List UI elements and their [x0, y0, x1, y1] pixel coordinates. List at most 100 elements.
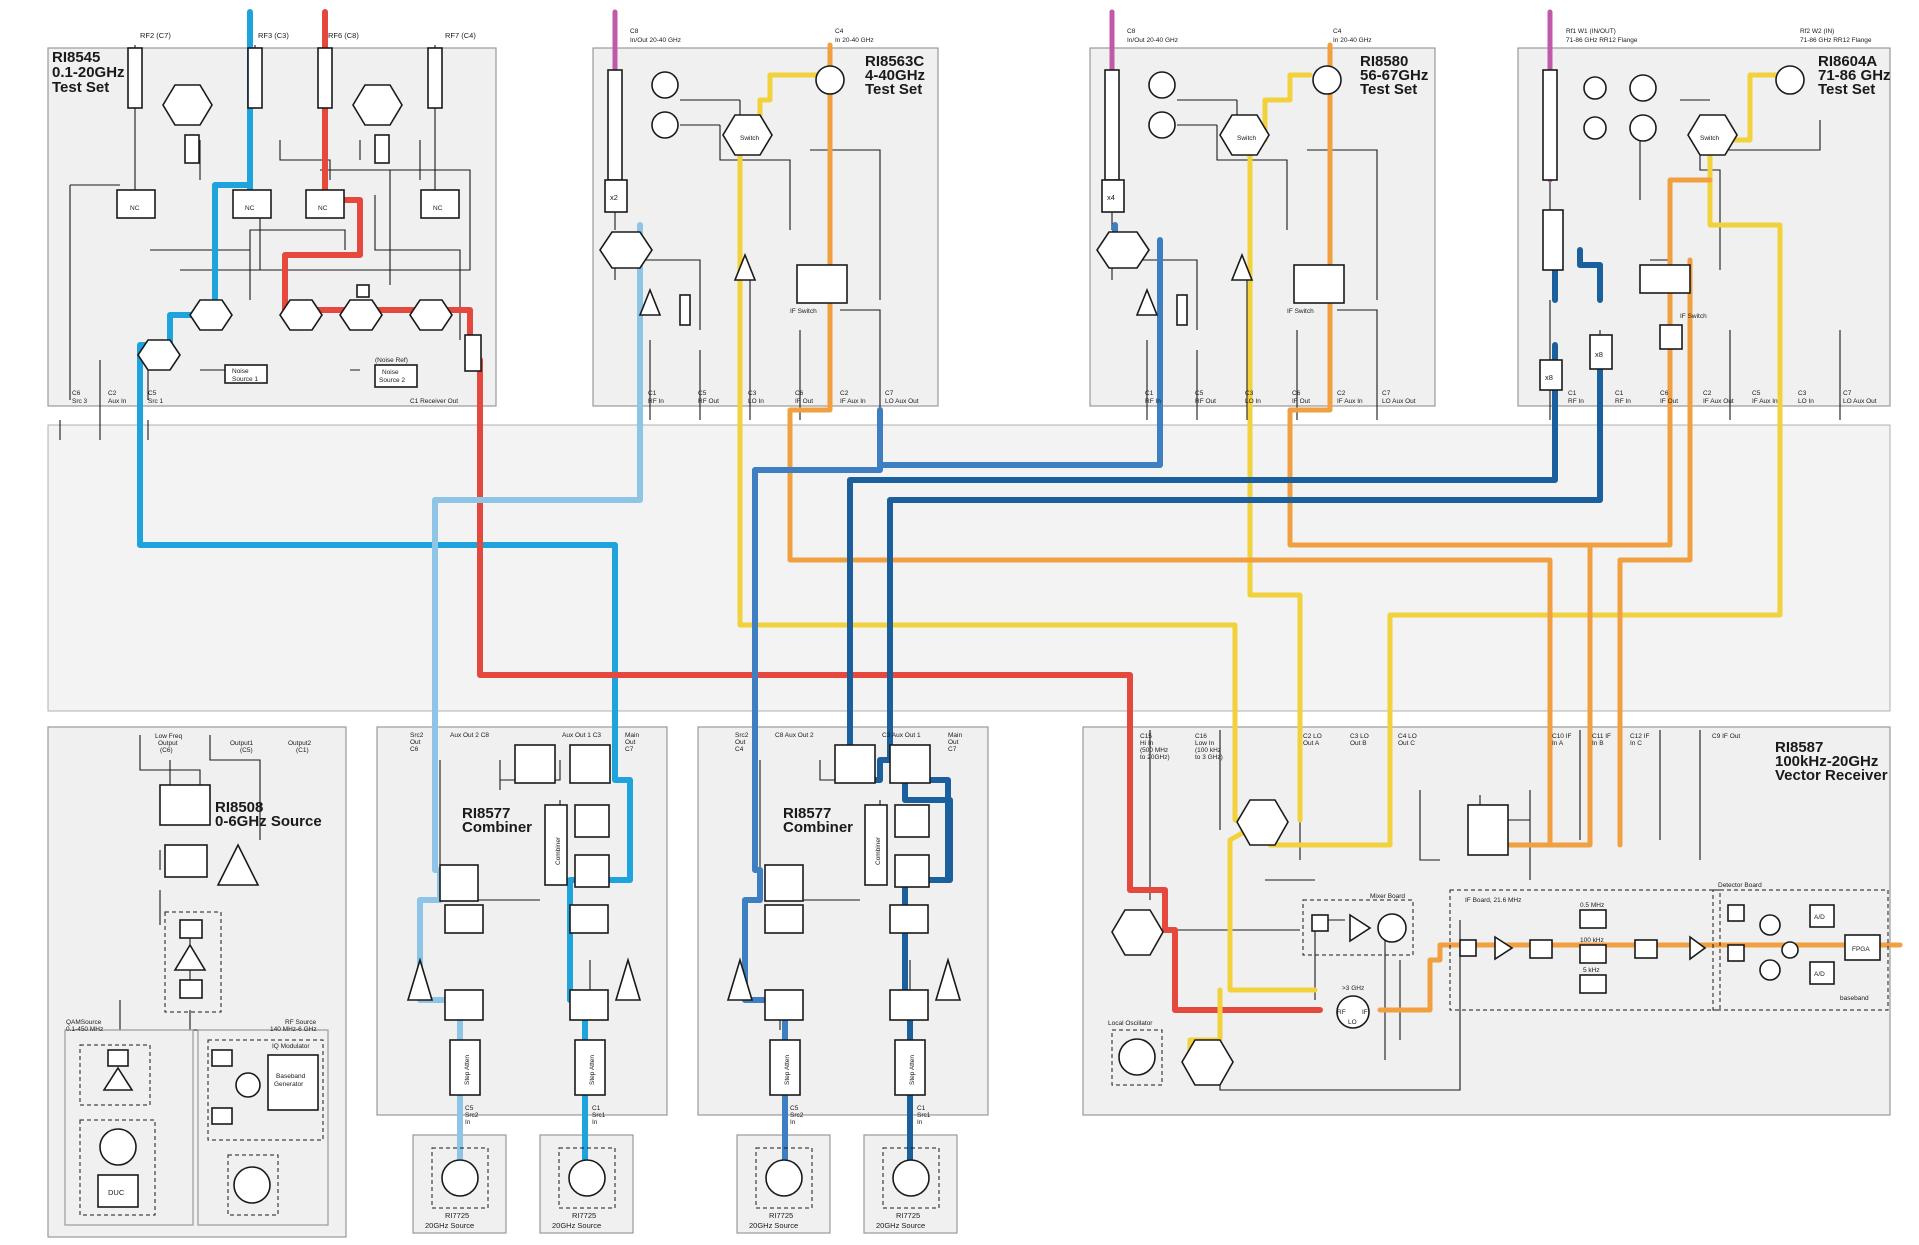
rcv-c16-c: (100 kHz [1195, 747, 1221, 754]
rl8508-o1b: (C5) [240, 747, 253, 754]
comb2-src2: Src2 [735, 732, 749, 739]
comb1-in2-a: C1 [592, 1105, 601, 1112]
rl8604a-p1a: C1 [1568, 390, 1577, 397]
rcv-c4-b: Out C [1398, 740, 1415, 747]
rl8563c-p5b: IF Aux In [840, 398, 866, 405]
comb2-atten-2: Step Atten [909, 1055, 916, 1085]
comb1-in2-b: Src1 [592, 1112, 606, 1119]
rl8604a-subtitle: Test Set [1818, 81, 1875, 98]
comb2-in1-c: In [790, 1119, 796, 1126]
rl8545-port-rf3: RF3 (C3) [258, 31, 289, 40]
comb1-main-port: C7 [625, 746, 634, 753]
rl8604a-x8-a: x8 [1545, 373, 1553, 382]
comb2-in2-a: C1 [917, 1105, 926, 1112]
comb1-main-out: Out [625, 739, 636, 746]
noise-source-2-label: Noise [382, 369, 399, 376]
rl8563c-p5a: C2 [840, 390, 849, 397]
comb1-in1-b: Src2 [465, 1112, 479, 1119]
rcv-c2-b: Out A [1303, 740, 1320, 747]
comb1-in2-c: In [592, 1119, 598, 1126]
rl8604a-p5b: IF Aux In [1752, 398, 1778, 405]
rl8580-p5b: IF Aux In [1337, 398, 1363, 405]
path-orange-2 [1287, 42, 1593, 848]
comb2-combiner-label: Combiner [875, 836, 882, 865]
rcv-c11: C11 IF [1592, 733, 1611, 740]
noise-source-2-sub: Source 2 [379, 377, 405, 384]
rcv-c11-b: In B [1592, 740, 1604, 747]
combiner-2-title: RI8577 [783, 805, 831, 822]
rl8604a-ifswitch: IF Switch [1680, 313, 1707, 320]
rl8604a-p5a: C5 [1752, 390, 1761, 397]
rcv-c10: C10 IF [1552, 733, 1572, 740]
comb2-in2-c: In [917, 1119, 923, 1126]
noise-source-1-label: Noise [232, 368, 249, 375]
rcv-c15-b: Hi In [1140, 740, 1154, 747]
comb2-in1-a: C5 [790, 1105, 799, 1112]
source-3-model: RI7725 [769, 1211, 793, 1220]
rl8545-port-rf7: RF7 (C4) [445, 31, 476, 40]
rl8604a-p4a: C2 [1703, 390, 1712, 397]
rcv-c12-b: In C [1630, 740, 1642, 747]
rl8563c-x2: x2 [610, 193, 618, 202]
comb1-in1-a: C5 [465, 1105, 474, 1112]
comb2-main-out: Out [948, 739, 959, 746]
comb1-aux2: Aux Out 2 C8 [450, 732, 489, 739]
rl8580-p6a: C7 [1382, 390, 1391, 397]
rl8604a-switch: Switch [1700, 135, 1720, 142]
interconnect-band [47, 424, 1891, 712]
generator-label: Generator [274, 1081, 304, 1088]
rl8580-range: 56-67GHz [1360, 67, 1428, 84]
rl8604a-w2: Rf2 W2 (IN) [1800, 28, 1834, 35]
noise-ref-label: (Noise Ref) [375, 357, 408, 364]
rl8604a-p3a: C6 [1660, 390, 1669, 397]
rl8508-title: RI8508 [215, 799, 263, 816]
rf-source-range: 140 MHz-6 GHz [270, 1026, 317, 1033]
rl8508-subtitle: 0-6GHz Source [215, 813, 322, 830]
rl8563c-p2b: RF Out [698, 398, 719, 405]
rl8563c-subtitle: Test Set [865, 81, 922, 98]
rcv-c10-b: In A [1552, 740, 1564, 747]
source-1-desc: 20GHz Source [425, 1221, 474, 1230]
source-4-desc: 20GHz Source [876, 1221, 925, 1230]
rcv-c9: C9 IF Out [1712, 733, 1740, 740]
mixer-rf: RF [1337, 1009, 1346, 1016]
comb2-atten-1: Step Atten [784, 1055, 791, 1085]
rl8580-p3a: C3 [1245, 390, 1254, 397]
rl8545-subtitle: Test Set [52, 79, 109, 96]
rcv-c16-b: Low In [1195, 740, 1215, 747]
qam-source-range: 0.1-450 MHz [66, 1026, 103, 1033]
rl8563c-p3b: LO In [748, 398, 764, 405]
rl8545-nc-4: NC [433, 205, 443, 212]
rl8604a-p1b: RF In [1568, 398, 1584, 405]
rl8604a-p3b: IF Out [1660, 398, 1678, 405]
adc-2: A/D [1814, 971, 1825, 978]
rcv-c12: C12 IF [1630, 733, 1650, 740]
rl8604a-x8-b: x8 [1595, 350, 1603, 359]
rl8580-p2a: C5 [1195, 390, 1204, 397]
mixer-if: IF [1362, 1009, 1368, 1016]
panel-rl8545 [47, 47, 497, 407]
mixer-board-label: Mixer Board [1370, 893, 1405, 900]
panel-rl8604a [1517, 47, 1891, 407]
rl8563c-p2a: C5 [698, 390, 707, 397]
rcv-c15-c: (500 MHz [1140, 747, 1168, 754]
rl8580-p5a: C2 [1337, 390, 1346, 397]
comb1-src2-out: Out [410, 739, 421, 746]
rl8580-subtitle: Test Set [1360, 81, 1417, 98]
fpga-label: FPGA [1852, 946, 1870, 953]
rl8508-o1: Output1 [230, 740, 254, 747]
source-2-model: RI7725 [572, 1211, 596, 1220]
rl8604a-w1-desc: 71-86 GHz RR12 Flange [1566, 37, 1638, 44]
rl8604a-w1: Rf1 W1 (IN/OUT) [1566, 28, 1616, 35]
rl8580-title: RI8580 [1360, 53, 1408, 70]
rl8580-p4a: C6 [1292, 390, 1301, 397]
rl8545-port-auxin: Aux In [108, 398, 127, 405]
rl8604a-w2-desc: 71-86 GHz RR12 Flange [1800, 37, 1872, 44]
bw-05mhz: 0.5 MHz [1580, 902, 1604, 909]
duc-label: DUC [108, 1188, 125, 1197]
rl8580-p2b: RF Out [1195, 398, 1216, 405]
rl8545-nc-1: NC [130, 205, 140, 212]
rf-source-label: RF Source [285, 1019, 316, 1026]
comb1-atten-1: Step Atten [464, 1055, 471, 1085]
rl8563c-p6a: C7 [885, 390, 894, 397]
